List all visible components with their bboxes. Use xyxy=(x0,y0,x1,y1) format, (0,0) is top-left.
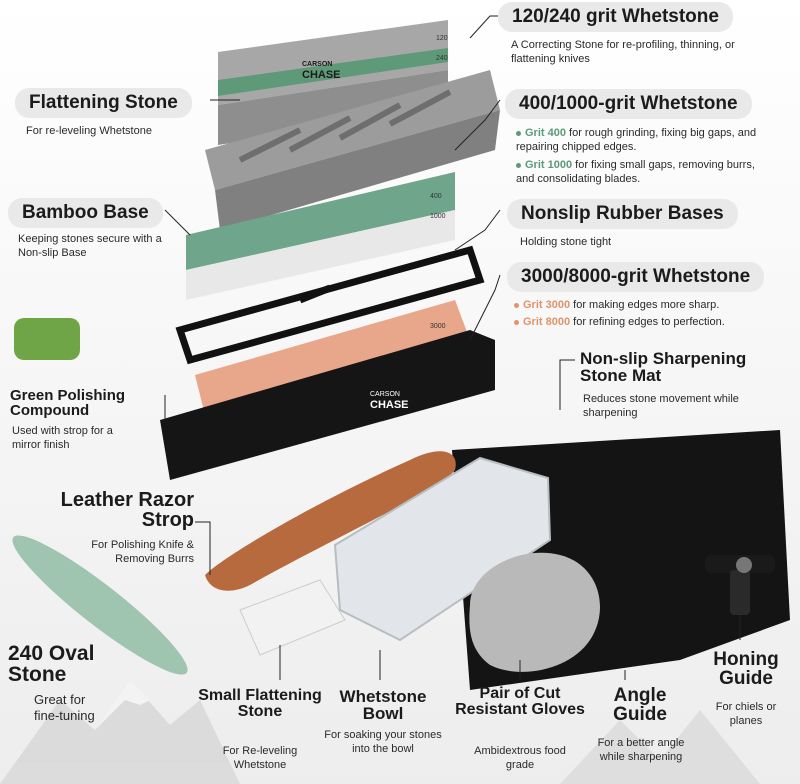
label-3000-8000-b2: Grit 8000 for refining edges to perfecti… xyxy=(514,315,774,329)
label-flattening-title: Flattening Stone xyxy=(15,88,192,118)
label-mat-desc: Reduces stone movement while sharpening xyxy=(583,393,739,419)
small-flattening-stone xyxy=(239,579,346,656)
grit-8000: Grit 8000 xyxy=(523,316,571,328)
label-gloves-title: Pair of Cut Resistant Gloves xyxy=(455,685,585,718)
label-honing-desc: For chiels or planes xyxy=(715,701,777,727)
label-flattening-desc: For re-leveling Whetstone xyxy=(26,125,152,137)
label-bamboo-desc: Keeping stones secure with a Non-slip Ba… xyxy=(18,233,162,259)
svg-text:CHASE: CHASE xyxy=(302,69,341,81)
whetstone-120-240 xyxy=(218,20,448,145)
label-honing-title: Honing Guide xyxy=(713,649,779,689)
brand-mark-top: CARSON CHASE xyxy=(302,61,341,81)
bullet-dot xyxy=(516,130,521,136)
green-compound-bar xyxy=(14,318,80,360)
label-mat-title: Non-slip Sharpening Stone Mat xyxy=(580,349,747,385)
nonslip-rubber-frame xyxy=(175,245,485,365)
grit-8000-text: for refining edges to perfection. xyxy=(570,316,725,328)
bullet-dot xyxy=(514,302,519,308)
label-oval-desc: Great for fine-tuning xyxy=(34,692,95,723)
grit-3000: Grit 3000 xyxy=(523,299,571,311)
label-small-flat-title: Small Flattening Stone xyxy=(198,687,322,720)
leader-lines xyxy=(164,15,741,680)
label-oval-title: 240 Oval Stone xyxy=(8,642,95,686)
label-gloves-desc: Ambidextrous food grade xyxy=(474,745,566,771)
label-compound-title: Green Polishing Compound xyxy=(10,387,126,419)
label-nonslip-desc: Holding stone tight xyxy=(520,236,612,248)
mark-120: 120 xyxy=(436,35,448,42)
whetstone-bowl-shape xyxy=(333,456,552,642)
honing-guide-shape xyxy=(705,555,775,615)
label-angle-title: Angle Guide xyxy=(613,685,667,725)
grit-3000-text: for making edges more sharp. xyxy=(570,299,720,311)
label-400-1000-title: 400/1000-grit Whetstone xyxy=(505,89,752,119)
label-strop-title: Leather Razor Strop xyxy=(60,489,194,531)
grit-1000: Grit 1000 xyxy=(525,159,573,171)
mark-1000: 1000 xyxy=(430,213,446,220)
brand-mark-base: CARSON CHASE xyxy=(370,391,409,411)
gloves-shape xyxy=(469,552,600,672)
grit-400-text: for rough grinding, fixing big gaps, and… xyxy=(516,127,757,153)
label-120-240-title: 120/240 grit Whetstone xyxy=(498,2,733,32)
mark-3000: 3000 xyxy=(430,323,446,330)
label-small-flat-desc: For Re-leveling Whetstone xyxy=(222,745,298,771)
label-3000-8000-b1: Grit 3000 for making edges more sharp. xyxy=(514,298,774,312)
label-400-1000-b2: Grit 1000 for fixing small gaps, removin… xyxy=(516,158,776,186)
bullet-dot xyxy=(514,319,519,325)
leather-strop-shape xyxy=(205,451,456,591)
black-stone-base xyxy=(160,330,495,480)
angle-guide-shape xyxy=(605,600,680,665)
whetstone-400-1000 xyxy=(186,172,455,300)
flattening-stone-grooved xyxy=(205,70,500,230)
svg-text:CARSON: CARSON xyxy=(370,391,400,398)
grit-1000-text: for fixing small gaps, removing burrs, a… xyxy=(516,159,755,185)
mark-240: 240 xyxy=(436,55,448,62)
label-bowl-title: Whetstone Bowl xyxy=(339,687,427,723)
grit-400: Grit 400 xyxy=(525,127,566,139)
svg-text:CARSON: CARSON xyxy=(302,61,332,68)
mountain-background xyxy=(0,680,760,784)
bullet-dot xyxy=(516,162,521,168)
oval-stone-shape xyxy=(12,535,188,675)
label-bamboo-title: Bamboo Base xyxy=(8,198,163,228)
label-400-1000-b1: Grit 400 for rough grinding, fixing big … xyxy=(516,126,776,154)
label-compound-desc: Used with strop for a mirror finish xyxy=(12,425,113,451)
label-strop-desc: For Polishing Knife & Removing Burrs xyxy=(91,539,194,565)
label-120-240-desc: A Correcting Stone for re-profiling, thi… xyxy=(511,39,735,65)
svg-text:CHASE: CHASE xyxy=(370,399,409,411)
label-angle-desc: For a better angle while sharpening xyxy=(597,737,685,763)
label-bowl-desc: For soaking your stones into the bowl xyxy=(324,729,442,755)
mark-400: 400 xyxy=(430,193,442,200)
label-nonslip-title: Nonslip Rubber Bases xyxy=(507,199,738,229)
label-3000-8000-title: 3000/8000-grit Whetstone xyxy=(507,262,765,292)
